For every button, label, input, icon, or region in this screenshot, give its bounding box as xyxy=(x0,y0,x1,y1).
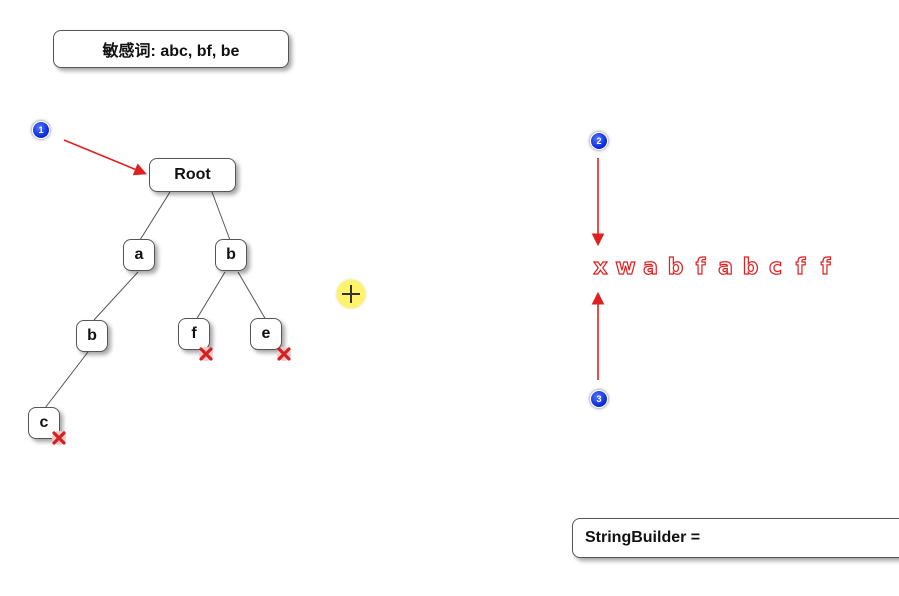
sequence-char: c xyxy=(768,254,783,280)
sequence-char: a xyxy=(642,254,658,280)
tree-node-f: f xyxy=(178,318,210,350)
tree-node-a: a xyxy=(123,239,155,271)
sequence-char: b xyxy=(667,254,684,280)
step-badge-1: 1 xyxy=(32,121,50,139)
end-mark-icon xyxy=(52,431,66,445)
edge-root-a xyxy=(139,191,171,241)
input-sequence: x w a b f a b c f f xyxy=(588,254,838,280)
edge-a-b xyxy=(93,271,139,321)
edge-b-f xyxy=(195,271,226,321)
sequence-char: f xyxy=(795,254,806,280)
arrow-1-to-root xyxy=(63,139,147,176)
sequence-char: x xyxy=(593,254,608,280)
tree-node-root: Root xyxy=(149,158,236,192)
edge-root-b xyxy=(211,191,231,241)
sequence-char: f xyxy=(820,254,831,280)
step-badge-3: 3 xyxy=(590,390,608,408)
tree-node-e: e xyxy=(250,318,282,350)
tree-node-c: c xyxy=(28,407,60,439)
sequence-char: a xyxy=(717,254,733,280)
sequence-char: f xyxy=(695,254,706,280)
end-mark-icon xyxy=(277,347,291,361)
string-builder-box: StringBuilder = xyxy=(572,518,899,558)
cursor-plus-icon xyxy=(337,280,365,308)
edge-b-c xyxy=(44,351,89,409)
step-badge-2: 2 xyxy=(590,132,608,150)
tree-node-b-right: b xyxy=(215,239,247,271)
end-mark-icon xyxy=(199,347,213,361)
tree-node-b-left: b xyxy=(76,320,108,352)
sensitive-words-title: 敏感词: abc, bf, be xyxy=(53,30,289,68)
sequence-char: b xyxy=(742,254,759,280)
edge-b-e xyxy=(237,271,267,321)
sequence-char: w xyxy=(615,254,637,280)
